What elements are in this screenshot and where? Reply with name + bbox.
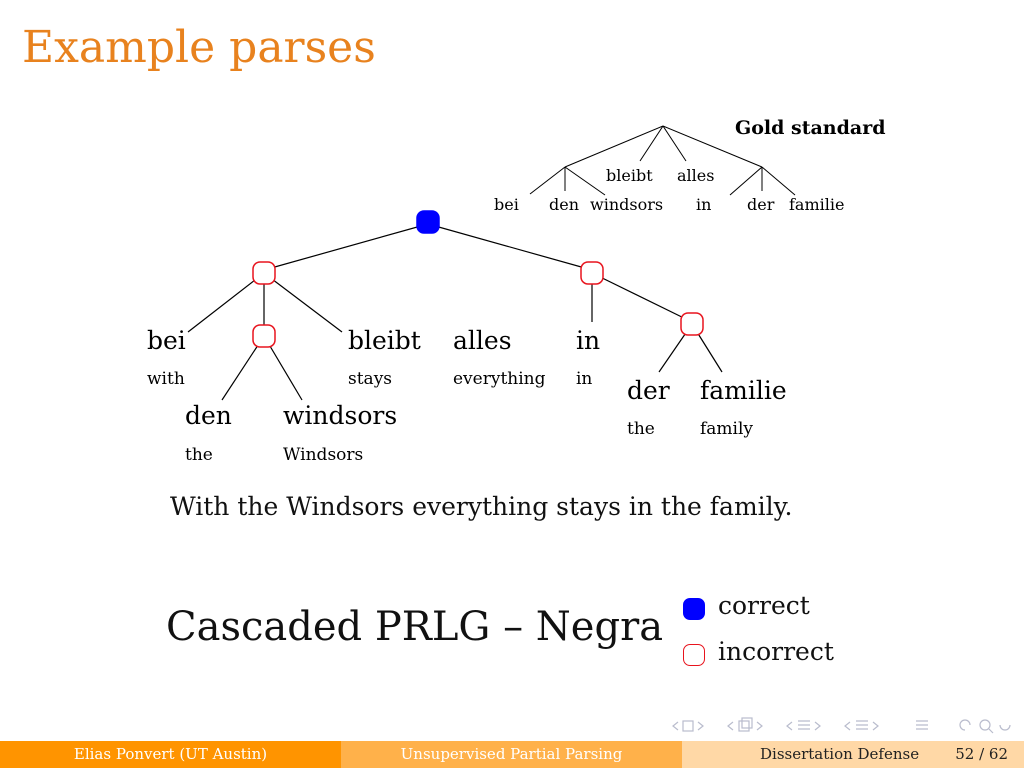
node-incorrect-pp-right — [580, 261, 604, 285]
legend-correct-swatch — [683, 598, 705, 620]
gold-edge — [639, 125, 664, 162]
parse-edge — [263, 223, 429, 271]
gold-word: in — [696, 195, 711, 214]
parse-word: familie — [700, 376, 787, 405]
gold-edge — [729, 166, 763, 196]
gold-edge — [564, 125, 664, 168]
nav-section-icon[interactable] — [786, 720, 821, 731]
parse-gloss: stays — [348, 369, 392, 389]
beamer-navigation-bar[interactable] — [665, 716, 1020, 736]
parse-gloss: in — [576, 369, 592, 389]
gold-edge — [529, 166, 566, 195]
gold-edge — [662, 125, 763, 168]
footer-right: Dissertation Defense 52 / 62 — [682, 741, 1024, 768]
nav-subsection-list-icon[interactable] — [844, 720, 879, 731]
slide-title: Example parses — [22, 22, 376, 73]
parse-word: in — [576, 326, 600, 355]
gold-word: familie — [789, 195, 844, 214]
model-label: Cascaded PRLG – Negra — [166, 604, 664, 650]
parse-edge — [591, 272, 693, 323]
translation-sentence: With the Windsors everything stays in th… — [170, 492, 793, 521]
parse-gloss: family — [700, 419, 753, 439]
nav-doc-icon[interactable] — [916, 720, 928, 730]
gold-word: bei — [494, 195, 519, 214]
footer-bar: Elias Ponvert (UT Austin) Unsupervised P… — [0, 741, 1024, 768]
parse-word: bleibt — [348, 326, 421, 355]
gold-tree-edges — [529, 125, 796, 196]
gold-word: bleibt — [606, 166, 653, 185]
legend-incorrect-swatch — [683, 644, 705, 666]
parse-word: der — [627, 376, 670, 405]
node-incorrect-np-den-windsors — [252, 324, 276, 348]
gold-edge — [564, 166, 606, 196]
gold-standard-label: Gold standard — [735, 117, 886, 139]
footer-event: Dissertation Defense — [760, 745, 920, 763]
parse-word: bei — [147, 326, 186, 355]
node-incorrect-np-left — [252, 261, 276, 285]
parse-tree-diagram: Gold standard bei den windsors bleibt al… — [147, 117, 886, 465]
footer-title: Unsupervised Partial Parsing — [341, 741, 682, 768]
parse-edge — [187, 272, 265, 333]
nav-frame-icon[interactable] — [672, 720, 704, 732]
parse-gloss: the — [627, 419, 655, 439]
parse-word: alles — [453, 326, 512, 355]
nav-search-icon[interactable] — [959, 719, 1011, 734]
node-correct-root — [416, 210, 440, 234]
gold-edge — [662, 125, 687, 162]
footer-page-number: 52 / 62 — [955, 745, 1008, 763]
gold-word: den — [549, 195, 579, 214]
legend-correct-label: correct — [718, 591, 810, 620]
gold-word: alles — [677, 166, 714, 185]
node-incorrect-np-der-familie — [680, 312, 704, 336]
gold-edge — [761, 166, 796, 196]
parse-word: windsors — [283, 401, 397, 430]
legend-incorrect-label: incorrect — [718, 637, 834, 666]
parse-word: den — [185, 401, 232, 430]
parse-edge — [263, 272, 343, 333]
nav-subsection-icon[interactable] — [727, 717, 763, 732]
gold-word: windsors — [590, 195, 663, 214]
gold-word: der — [747, 195, 775, 214]
footer-author: Elias Ponvert (UT Austin) — [0, 741, 341, 768]
parse-gloss: everything — [453, 369, 546, 389]
parse-gloss: with — [147, 369, 185, 389]
parse-edge — [427, 223, 593, 271]
parse-gloss: the — [185, 445, 213, 465]
parse-gloss: Windsors — [283, 445, 363, 465]
